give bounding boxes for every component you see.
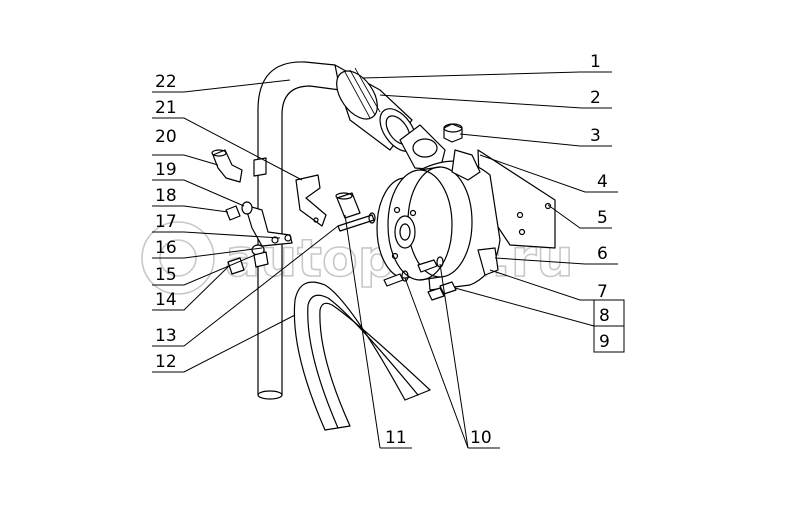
part-3-plug (443, 123, 463, 143)
callout-13: 13 (155, 326, 177, 346)
water-pump (376, 149, 501, 291)
part-15-19-clamp-hardware (225, 201, 293, 275)
callout-8: 8 (599, 306, 610, 326)
callout-21: 21 (155, 98, 177, 118)
part-20-elbow-fitting (211, 149, 243, 183)
callout-3: 3 (590, 126, 601, 146)
part-8-9-nut-washer (427, 281, 457, 301)
callout-17: 17 (155, 212, 177, 232)
callout-10: 10 (470, 428, 492, 448)
callout-22: 22 (155, 72, 177, 92)
part-10-bolts (383, 256, 444, 287)
part-12-belts (293, 281, 431, 431)
callout-18: 18 (155, 186, 177, 206)
callout-9: 9 (599, 332, 610, 352)
callout-12: 12 (155, 352, 177, 372)
part-11-spacer (335, 192, 376, 232)
callout-2: 2 (590, 88, 601, 108)
callout-16: 16 (155, 238, 177, 258)
part-22-hose (257, 61, 341, 400)
callout-1: 1 (590, 52, 601, 72)
callout-5: 5 (597, 208, 608, 228)
callout-11: 11 (385, 428, 407, 448)
callout-6: 6 (597, 244, 608, 264)
part-21-bracket (253, 157, 327, 227)
callout-7: 7 (597, 282, 608, 302)
callout-4: 4 (597, 172, 608, 192)
watermark-logo-icon (141, 221, 215, 295)
callout-19: 19 (155, 160, 177, 180)
callout-14: 14 (155, 290, 177, 310)
leader-lines (152, 71, 625, 449)
callout-15: 15 (155, 265, 177, 285)
callout-labels: 1 2 3 4 5 6 7 8 9 10 11 12 13 14 15 16 1… (155, 52, 610, 448)
callout-20: 20 (155, 127, 177, 147)
part-1-2-clamp-pipe (334, 64, 446, 171)
